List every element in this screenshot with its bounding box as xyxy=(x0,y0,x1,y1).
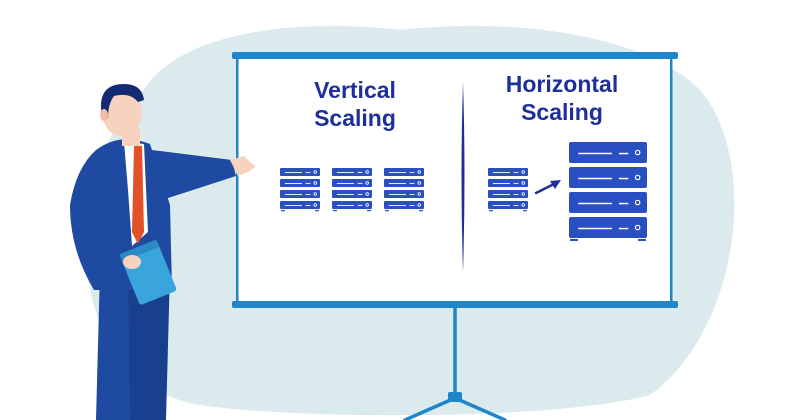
server-unit xyxy=(569,142,647,163)
right-leg xyxy=(128,270,170,420)
server-foot xyxy=(419,210,423,212)
pointing-hand xyxy=(230,156,256,176)
server-foot xyxy=(489,210,493,212)
server-unit xyxy=(488,190,528,198)
server-foot xyxy=(315,210,319,212)
left-leg xyxy=(96,270,135,420)
server-unit xyxy=(332,179,372,187)
server-unit xyxy=(384,190,424,198)
board-left-edge xyxy=(236,56,239,304)
server-unit xyxy=(332,190,372,198)
server-unit xyxy=(488,168,528,176)
horizontal-scaling-large-stack xyxy=(569,142,647,241)
vertical-title-line-1: Vertical xyxy=(314,77,396,103)
vertical-title-line-2: Scaling xyxy=(314,105,396,131)
server-foot xyxy=(385,210,389,212)
server-unit xyxy=(280,179,320,187)
server-unit xyxy=(488,179,528,187)
board-divider xyxy=(461,82,465,272)
server-unit xyxy=(569,192,647,213)
server-unit xyxy=(384,179,424,187)
server-foot xyxy=(570,239,578,241)
server-foot xyxy=(523,210,527,212)
vertical-scaling-title: Vertical Scaling xyxy=(245,76,465,132)
businessman xyxy=(70,84,256,420)
head xyxy=(102,88,142,136)
hair xyxy=(100,84,144,118)
vertical-scaling-servers xyxy=(280,168,424,212)
server-unit xyxy=(280,168,320,176)
board-right-edge xyxy=(670,56,673,304)
server-unit xyxy=(332,201,372,209)
horizontal-title-line-1: Horizontal xyxy=(505,71,619,97)
server-unit xyxy=(280,190,320,198)
arrow-icon xyxy=(534,180,561,195)
horizontal-scaling-title: Horizontal Scaling xyxy=(452,70,672,126)
board-bottom-bar xyxy=(232,301,678,308)
server-foot xyxy=(638,239,646,241)
server-unit xyxy=(332,168,372,176)
horizontal-title-line-2: Scaling xyxy=(521,99,603,125)
tripod-stand xyxy=(403,302,507,420)
server-foot xyxy=(367,210,371,212)
holding-hand xyxy=(123,255,141,269)
board-top-bar xyxy=(232,52,678,59)
tie xyxy=(132,146,144,244)
tripod-joint xyxy=(448,392,462,402)
pointing-arm xyxy=(152,150,236,200)
server-unit xyxy=(569,217,647,238)
server-unit xyxy=(569,167,647,188)
server-unit xyxy=(384,201,424,209)
server-unit xyxy=(488,201,528,209)
server-unit xyxy=(384,168,424,176)
ear xyxy=(100,109,108,121)
server-foot xyxy=(281,210,285,212)
server-foot xyxy=(333,210,337,212)
horizontal-scaling-small-stack xyxy=(488,168,528,212)
server-unit xyxy=(280,201,320,209)
